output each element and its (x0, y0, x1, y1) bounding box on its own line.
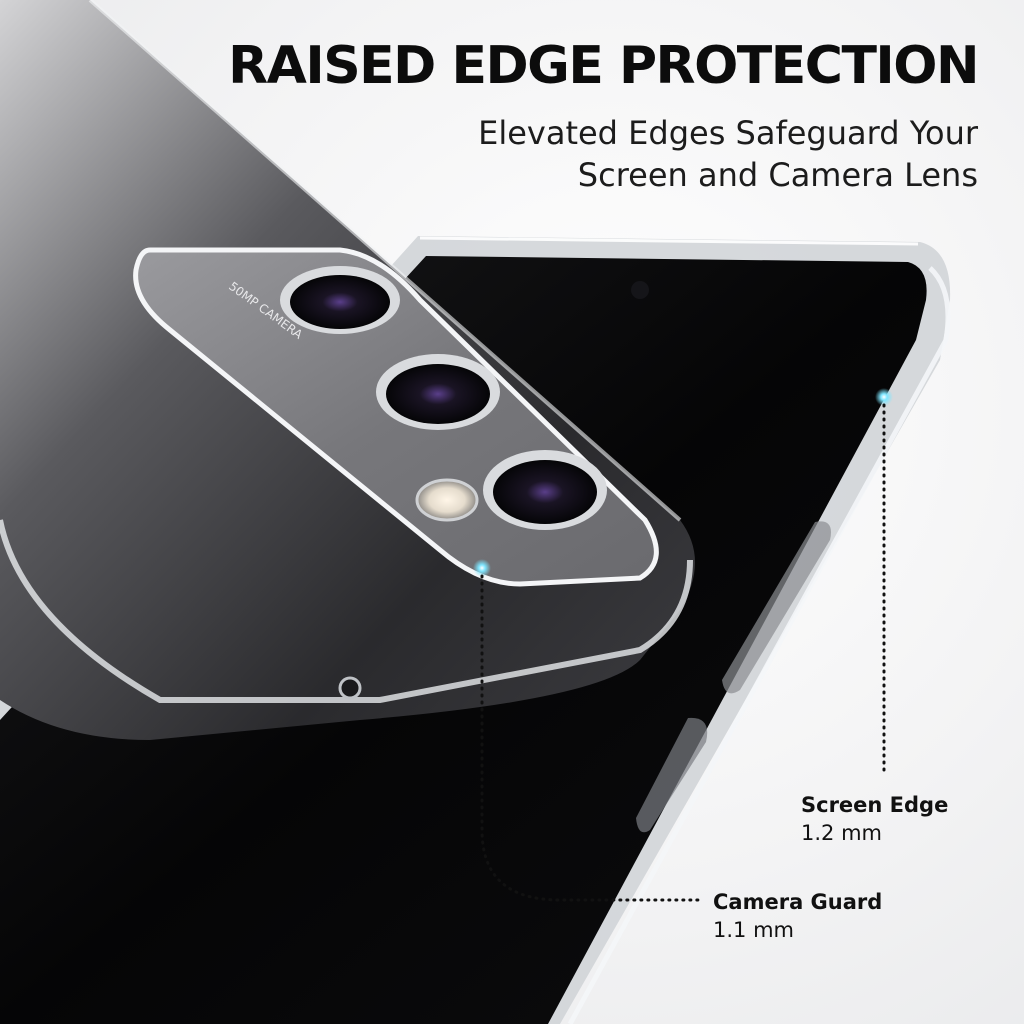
camera-lens-main (290, 275, 390, 329)
case-edge-right (567, 266, 951, 1024)
case-back-rim (0, 519, 693, 703)
callout-camera-guard-title: Camera Guard (713, 890, 883, 914)
camera-lens-second (386, 364, 490, 424)
leader-line-camera (480, 574, 702, 902)
indicator-dot-screen (875, 388, 893, 406)
page-subtitle: Elevated Edges Safeguard Your Screen and… (478, 114, 978, 195)
camera-flash (415, 478, 479, 522)
callout-screen-edge-title: Screen Edge (801, 793, 949, 817)
case-back-highlight (88, 0, 682, 522)
camera-module: 50MP CAMERA (133, 247, 659, 587)
indicator-dot-camera (473, 559, 491, 577)
callout-camera-guard: Camera Guard 1.1 mm (713, 889, 882, 945)
phone-back: 50MP CAMERA (0, 0, 695, 740)
side-button-lower (636, 717, 708, 833)
camera-lens-third (493, 460, 597, 524)
callout-camera-guard-value: 1.1 mm (713, 918, 794, 943)
case-edge-highlight (419, 236, 919, 246)
front-camera-hole (631, 281, 649, 299)
callout-screen-edge: Screen Edge 1.2 mm (801, 792, 948, 848)
side-button-upper (722, 521, 831, 694)
page-title: RAISED EDGE PROTECTION (228, 36, 979, 96)
callout-screen-edge-value: 1.2 mm (801, 821, 882, 846)
charging-port (338, 676, 362, 700)
